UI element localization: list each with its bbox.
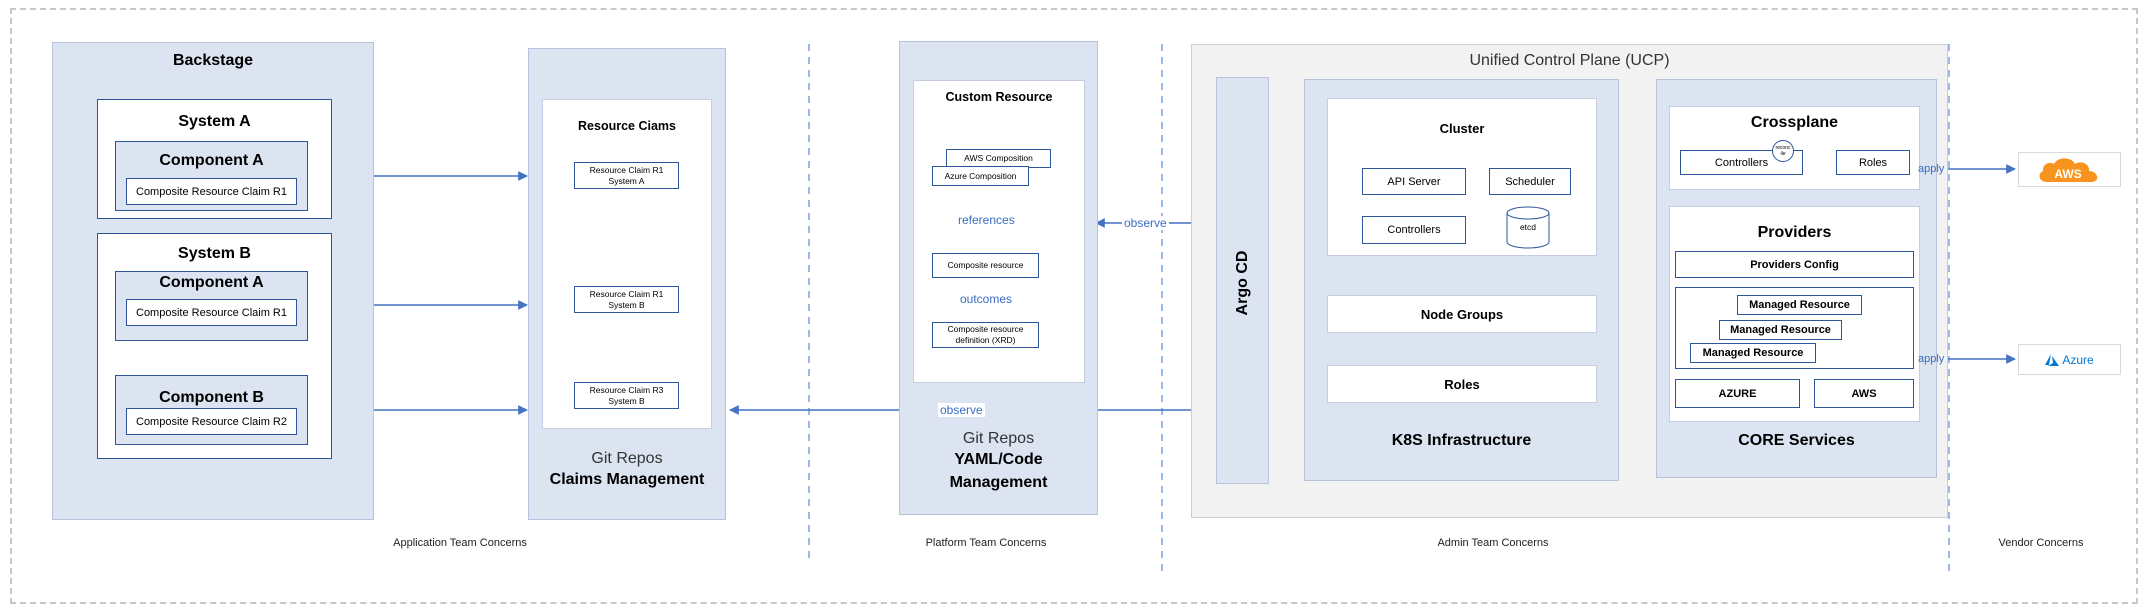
- references-label: references: [956, 213, 1016, 227]
- outcomes-label: outcomes: [956, 292, 1016, 306]
- system-b-component-b-title: Component B: [159, 389, 264, 406]
- system-b-component-b-claim-box: Composite Resource Claim R2: [126, 408, 297, 435]
- node-groups-box: Node Groups: [1327, 295, 1597, 333]
- claim-item: Resource Claim R3 System B: [574, 382, 679, 409]
- platform-repo-label-line2: YAML/Code: [954, 451, 1043, 468]
- controllers-box: Controllers: [1362, 216, 1466, 244]
- managed-resource-item: Managed Resource: [1719, 320, 1842, 340]
- argo-cd-bar: [1216, 77, 1269, 484]
- etcd-label: etcd: [1519, 221, 1537, 232]
- xrd-line2: definition (XRD): [955, 335, 1016, 345]
- core-services-label: CORE Services: [1738, 432, 1855, 449]
- azure-provider-box: AZURE: [1675, 379, 1800, 408]
- claim-line1: Resource Claim R1: [589, 164, 664, 175]
- managed-resource-item: Managed Resource: [1690, 343, 1816, 363]
- observe-bottom-label: observe: [938, 403, 985, 417]
- claim-line1: Resource Claim R3: [589, 384, 664, 395]
- providers-config-box: Providers Config: [1675, 251, 1914, 278]
- aws-logo-text: AWS: [2054, 167, 2081, 181]
- platform-repo-label-line3: Management: [949, 474, 1048, 491]
- k8s-roles-box: Roles: [1327, 365, 1597, 403]
- argo-cd-label: Argo CD: [1234, 250, 1251, 316]
- azure-a-icon: [2045, 353, 2060, 366]
- ucp-title: Unified Control Plane (UCP): [1469, 52, 1670, 69]
- platform-team-concerns: Platform Team Concerns: [925, 537, 1047, 549]
- composite-resource-box: Composite resource: [932, 253, 1039, 278]
- k8s-infrastructure-label: K8S Infrastructure: [1391, 432, 1532, 449]
- crossplane-box: [1669, 106, 1920, 190]
- reconcile-line1: reconc: [1775, 145, 1791, 151]
- claims-repo-label-line2: Claims Management: [549, 471, 705, 488]
- claim-line2: System B: [608, 395, 645, 406]
- xrd-box: Composite resource definition (XRD): [932, 322, 1039, 348]
- azure-logo: Azure: [2018, 344, 2121, 375]
- crossplane-roles-box: Roles: [1836, 150, 1910, 175]
- backstage-title: Backstage: [172, 52, 254, 69]
- claim-line1: Resource Claim R1: [589, 288, 664, 299]
- scheduler-box: Scheduler: [1489, 168, 1571, 195]
- claim-line2: System B: [608, 299, 645, 310]
- aws-provider-box: AWS: [1814, 379, 1914, 408]
- platform-repo-label-line1: Git Repos: [962, 430, 1035, 447]
- system-a-title: System A: [178, 113, 251, 130]
- apply-aws-label: apply: [1918, 163, 1945, 175]
- admin-team-concerns: Admin Team Concerns: [1437, 537, 1549, 549]
- api-server-box: API Server: [1362, 168, 1466, 195]
- crossplane-title: Crossplane: [1750, 114, 1839, 131]
- cluster-title: Cluster: [1439, 121, 1485, 136]
- azure-composition-box: Azure Composition: [932, 166, 1029, 186]
- claims-repo-label-line1: Git Repos: [591, 450, 663, 467]
- xrd-line1: Composite resource: [947, 324, 1024, 334]
- aws-logo: AWS: [2018, 152, 2121, 187]
- system-a-component-a-title: Component A: [159, 152, 264, 169]
- observe-top-label: observe: [1122, 216, 1169, 230]
- aws-cloud-icon: AWS: [2039, 157, 2097, 182]
- managed-resource-item: Managed Resource: [1737, 295, 1862, 315]
- etcd-cylinder: [1506, 206, 1550, 249]
- providers-title: Providers: [1757, 224, 1832, 241]
- application-team-concerns: Application Team Concerns: [393, 537, 527, 549]
- vendor-concerns: Vendor Concerns: [1998, 537, 2084, 549]
- system-b-title: System B: [178, 245, 251, 262]
- azure-logo-text: Azure: [2062, 352, 2094, 367]
- system-b-component-a-claim-box: Composite Resource Claim R1: [126, 299, 297, 326]
- apply-azure-label: apply: [1918, 353, 1945, 365]
- diagram-frame: [10, 8, 2138, 604]
- claim-item: Resource Claim R1 System A: [574, 162, 679, 189]
- resource-claims-title: Resource Ciams: [578, 119, 676, 133]
- custom-resource-title: Custom Resource: [945, 90, 1053, 104]
- resource-claims-box: [542, 99, 712, 429]
- system-b-component-a-title: Component A: [159, 274, 264, 291]
- claim-item: Resource Claim R1 System B: [574, 286, 679, 313]
- reconcile-badge: reconc ile: [1772, 140, 1794, 162]
- claim-line2: System A: [608, 175, 645, 186]
- reconcile-line2: ile: [1780, 151, 1786, 157]
- system-a-claim-box: Composite Resource Claim R1: [126, 178, 297, 205]
